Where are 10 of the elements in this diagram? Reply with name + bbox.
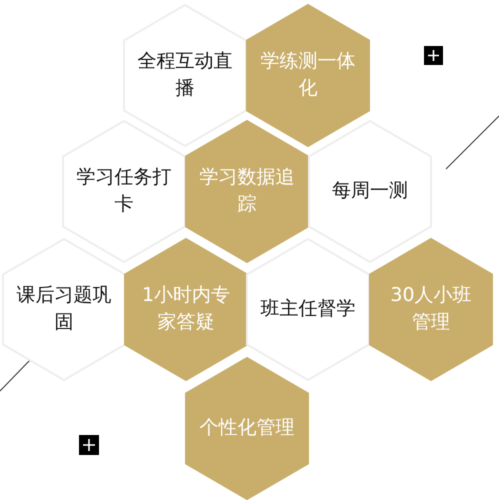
tile-label: 个性化管理 [199,416,295,440]
tile-label: 学练测一体化 [260,49,356,101]
tile-label: 学习数据追踪 [199,165,295,217]
tile-label: 学习任务打卡 [76,165,172,217]
tile-label: 课后习题巩固 [16,283,112,335]
tile-label: 班主任督学 [260,296,356,322]
tile-label: 每周一测 [331,178,409,204]
tile-label: 30人小班管理 [389,283,473,335]
tile-label: 1小时内专家答疑 [140,283,232,335]
tile-label: 全程互动直播 [137,49,233,101]
